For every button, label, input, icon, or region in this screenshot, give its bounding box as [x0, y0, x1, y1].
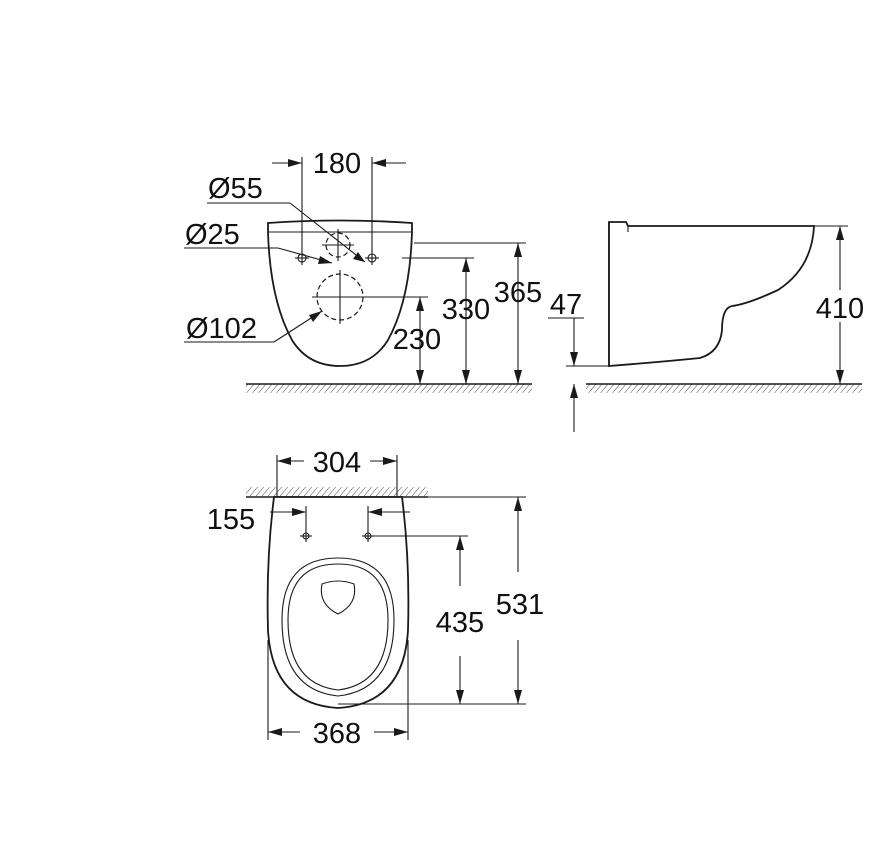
dim-304-arrow-left: [277, 457, 291, 465]
dim-435-arrow-top: [456, 536, 464, 550]
dim-180-arrow-left: [288, 159, 302, 167]
dim-435-arrow-bottom: [456, 690, 464, 704]
dim-155-arrow-left: [292, 508, 306, 516]
side-toilet-outline: [608, 221, 815, 367]
dim-531-arrow-top: [514, 497, 522, 511]
dim-dia102-arrow: [309, 311, 322, 322]
dim-330-arrow-top: [462, 258, 470, 272]
dim-47-arrow-top: [570, 352, 578, 366]
dim-dia55-arrow: [353, 252, 365, 262]
dim-368-arrow-right: [394, 728, 408, 736]
side-view: 410 47: [548, 221, 864, 432]
dim-dia55-leader: [289, 202, 366, 263]
dim-dia25-arrow: [318, 256, 332, 264]
dim-410-arrow-top: [836, 226, 844, 240]
dim-dia25-label: Ø25: [185, 219, 240, 251]
dim-dia55-label: Ø55: [208, 173, 263, 205]
front-floor-hatch: [246, 384, 532, 393]
side-floor-hatch: [586, 384, 862, 393]
top-seat-outline: [281, 557, 395, 697]
dim-410-label: 410: [816, 293, 864, 325]
dim-330-arrow-bottom: [462, 370, 470, 384]
dim-180-arrow-right: [372, 159, 386, 167]
dim-47-label: 47: [550, 289, 582, 321]
dim-230-arrow-bottom: [416, 370, 424, 384]
dim-47-arrow-bottom: [570, 384, 578, 398]
dim-368-label: 368: [313, 718, 361, 750]
dim-368-arrow-left: [268, 728, 282, 736]
dim-531-arrow-bottom: [514, 690, 522, 704]
top-seat-inner: [287, 563, 389, 691]
dim-230-arrow-top: [416, 297, 424, 311]
dim-304-label: 304: [313, 447, 361, 479]
dim-410-arrow-bottom: [836, 370, 844, 384]
top-view: 304 155 368 435 531: [207, 447, 544, 750]
dim-230-label: 230: [393, 324, 441, 356]
dim-330-label: 330: [442, 294, 490, 326]
top-bowl-opening: [320, 580, 356, 615]
dim-dia102-label: Ø102: [186, 313, 257, 345]
top-wall-hatch: [246, 487, 428, 496]
dim-304-arrow-right: [383, 457, 397, 465]
dim-435-label: 435: [436, 607, 484, 639]
dim-180-label: 180: [313, 148, 361, 180]
dim-531-label: 531: [496, 589, 544, 621]
dim-155-arrow-right: [368, 508, 382, 516]
dim-365-label: 365: [494, 277, 542, 309]
top-bowl-outline: [266, 496, 410, 709]
dim-365-arrow-top: [514, 243, 522, 257]
front-view: 180 Ø55 Ø25 Ø102 230 330 365: [184, 148, 542, 393]
dim-365-arrow-bottom: [514, 370, 522, 384]
dim-155-label: 155: [207, 504, 255, 536]
